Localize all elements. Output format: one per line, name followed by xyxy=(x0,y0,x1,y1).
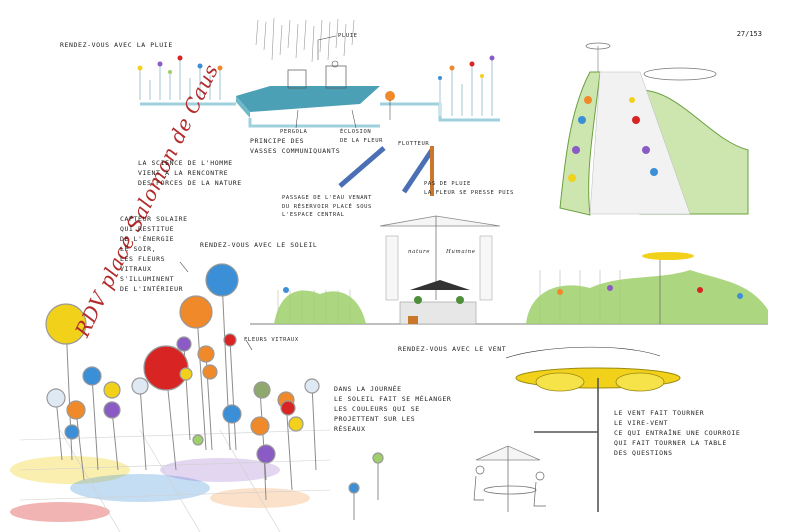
rain-heading: Rendez-vous avec la pluie xyxy=(60,41,173,49)
no-rain-caption: Pas de pluie la fleur se presse puis xyxy=(424,181,514,196)
flower-field-sketch xyxy=(10,261,384,532)
sun-heading: Rendez-vous avec le soleil xyxy=(200,241,318,249)
flower-bloom-label: éclosion de la fleur xyxy=(340,129,384,144)
solar-caption: Capteur solaire qui restitue de l'énergi… xyxy=(120,215,188,294)
sign-nature: nature xyxy=(408,249,431,255)
wind-caption: Le vent fait tourner le vire-vent ce qui… xyxy=(614,409,741,458)
rain-sketch xyxy=(137,17,500,196)
wind-heading: Rendez-vous avec le vent xyxy=(398,345,507,353)
rain-label: pluie xyxy=(338,33,358,39)
pergola-label: pergola xyxy=(280,129,308,135)
science-caption: La science de l'homme vient à la rencont… xyxy=(138,159,242,188)
perspective-hedge-sketch xyxy=(559,42,749,216)
stained-glass-label: Fleurs vitraux xyxy=(244,337,299,343)
wind-sketch xyxy=(473,346,681,512)
page-number: 27/153 xyxy=(736,30,762,38)
daytime-caption: Dans la journée le soleil fait se mélang… xyxy=(334,385,452,434)
communicating-vessels-principle: Principe des vasses communiquants xyxy=(250,137,341,156)
reservoir-caption: Passage de l'eau venant du réservoir pla… xyxy=(282,195,372,219)
float-label: flotteur xyxy=(398,141,430,147)
sign-humaine: Humaine xyxy=(446,249,476,255)
elevation-sketch xyxy=(250,215,768,325)
